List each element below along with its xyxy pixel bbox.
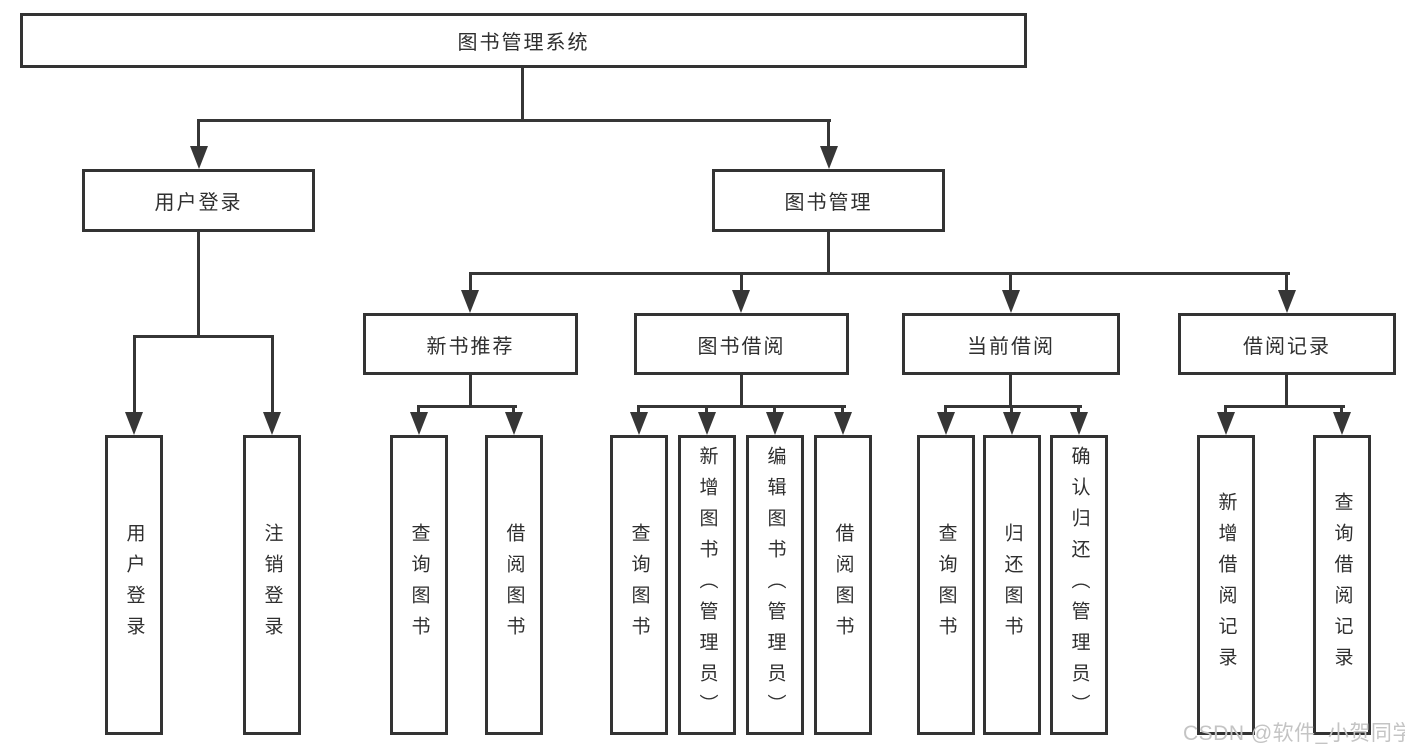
leaf-label: 查询借阅记录 <box>1331 492 1353 678</box>
node-user-login: 用户登录 <box>82 169 315 232</box>
leaf-return-books: 归还图书 <box>983 435 1041 735</box>
arrow-down-icon <box>1217 412 1235 435</box>
connector-line <box>638 405 846 408</box>
connector-line <box>637 405 640 412</box>
connector-line <box>945 405 1082 408</box>
leaf-borrow-books: 借阅图书 <box>814 435 872 735</box>
connector-line <box>197 119 200 146</box>
connector-line <box>133 335 136 412</box>
connector-line <box>944 405 947 412</box>
connector-line <box>512 405 515 412</box>
connector-line <box>469 272 472 290</box>
leaf-logout: 注销登录 <box>243 435 301 735</box>
arrow-down-icon <box>505 412 523 435</box>
leaf-label: 确认归还（管理员） <box>1068 445 1090 725</box>
leaf-add-books-admin: 新增图书（管理员） <box>678 435 736 735</box>
connector-line <box>469 375 472 405</box>
arrow-down-icon <box>1003 412 1021 435</box>
arrow-down-icon <box>461 290 479 313</box>
leaf-query-books-borrow: 查询图书 <box>610 435 668 735</box>
connector-line <box>1285 272 1288 290</box>
arrow-down-icon <box>410 412 428 435</box>
connector-line <box>418 405 517 408</box>
arrow-down-icon <box>190 146 208 169</box>
arrow-down-icon <box>732 290 750 313</box>
leaf-label: 注销登录 <box>261 523 283 647</box>
leaf-label: 新增图书（管理员） <box>696 445 718 725</box>
arrow-down-icon <box>1333 412 1351 435</box>
connector-line <box>133 335 274 338</box>
node-book-management: 图书管理 <box>712 169 945 232</box>
arrow-down-icon <box>937 412 955 435</box>
leaf-label: 用户登录 <box>123 523 145 647</box>
leaf-add-borrow-record: 新增借阅记录 <box>1197 435 1255 735</box>
connector-line <box>1224 405 1227 412</box>
arrow-down-icon <box>766 412 784 435</box>
leaf-label: 查询图书 <box>408 523 430 647</box>
connector-line <box>827 119 830 146</box>
arrow-down-icon <box>1002 290 1020 313</box>
leaf-query-books-recommend: 查询图书 <box>390 435 448 735</box>
node-current-borrow: 当前借阅 <box>902 313 1120 375</box>
arrow-down-icon <box>698 412 716 435</box>
leaf-label: 归还图书 <box>1001 523 1023 647</box>
leaf-label: 新增借阅记录 <box>1215 492 1237 678</box>
node-root-system: 图书管理系统 <box>20 13 1027 68</box>
connector-line <box>197 119 831 122</box>
leaf-label: 借阅图书 <box>503 523 525 647</box>
arrow-down-icon <box>630 412 648 435</box>
connector-line <box>521 68 524 119</box>
leaf-query-books-current: 查询图书 <box>917 435 975 735</box>
arrow-down-icon <box>125 412 143 435</box>
connector-line <box>740 375 743 405</box>
leaf-confirm-return-admin: 确认归还（管理员） <box>1050 435 1108 735</box>
connector-line <box>1009 272 1012 290</box>
connector-line <box>827 231 830 272</box>
connector-line <box>469 272 1290 275</box>
connector-line <box>197 231 200 335</box>
connector-line <box>740 272 743 290</box>
node-book-borrow: 图书借阅 <box>634 313 849 375</box>
arrow-down-icon <box>1278 290 1296 313</box>
connector-line <box>841 405 844 412</box>
connector-line <box>417 405 420 412</box>
watermark: CSDN @软件_小贺同学 <box>1183 722 1405 745</box>
leaf-label: 编辑图书（管理员） <box>764 445 786 725</box>
leaf-label: 查询图书 <box>935 523 957 647</box>
leaf-edit-books-admin: 编辑图书（管理员） <box>746 435 804 735</box>
connector-line <box>1009 375 1012 405</box>
leaf-label: 查询图书 <box>628 523 650 647</box>
arrow-down-icon <box>834 412 852 435</box>
leaf-borrow-books-recommend: 借阅图书 <box>485 435 543 735</box>
connector-line <box>1225 405 1345 408</box>
connector-line <box>271 335 274 412</box>
arrow-down-icon <box>263 412 281 435</box>
node-borrow-records: 借阅记录 <box>1178 313 1396 375</box>
arrow-down-icon <box>1070 412 1088 435</box>
leaf-user-login: 用户登录 <box>105 435 163 735</box>
connector-line <box>1077 405 1080 412</box>
connector-line <box>1285 375 1288 405</box>
connector-line <box>1340 405 1343 412</box>
arrow-down-icon <box>820 146 838 169</box>
connector-line <box>773 405 776 412</box>
leaf-label: 借阅图书 <box>832 523 854 647</box>
leaf-query-borrow-record: 查询借阅记录 <box>1313 435 1371 735</box>
connector-line <box>705 405 708 412</box>
node-new-book-recommend: 新书推荐 <box>363 313 578 375</box>
connector-line <box>1010 405 1013 412</box>
